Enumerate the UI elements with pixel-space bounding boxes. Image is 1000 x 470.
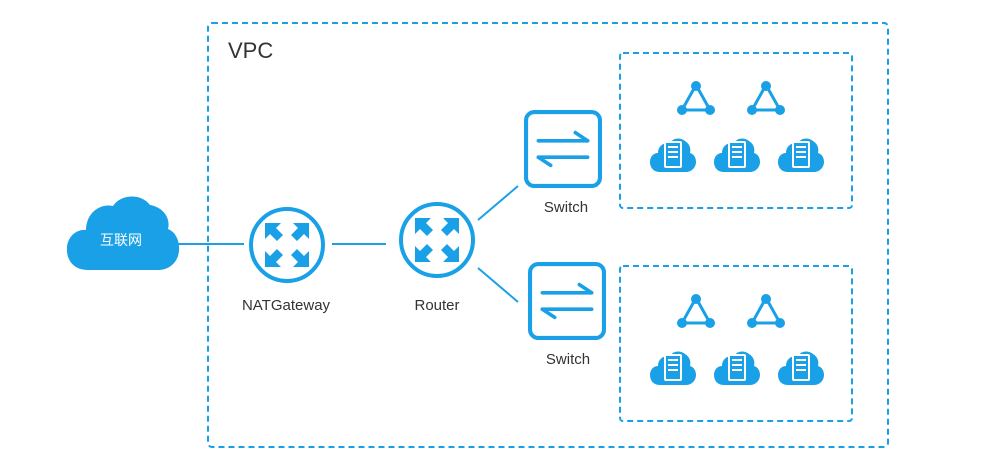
- switch-top-icon: [526, 112, 600, 186]
- cloud-server-icon: [778, 351, 824, 385]
- subnet-box-top: [619, 52, 853, 209]
- network-node-icon: [676, 80, 716, 116]
- vpc-title: VPC: [228, 38, 274, 63]
- cloud-server-icon: [714, 138, 760, 172]
- router-icon: [399, 202, 475, 278]
- switch-top-label: Switch: [543, 199, 589, 216]
- switch-bottom-icon: [530, 264, 604, 338]
- cloud-server-icon: [778, 138, 824, 172]
- link-router-switch-top: [477, 185, 519, 221]
- nat-gateway-label: NATGateway: [241, 297, 331, 314]
- cloud-server-icon: [650, 138, 696, 172]
- subnet-box-bottom: [619, 265, 853, 422]
- network-node-icon: [676, 293, 716, 329]
- network-node-icon: [746, 293, 786, 329]
- vpc-boundary: [207, 22, 889, 448]
- cloud-server-icon: [714, 351, 760, 385]
- switch-bottom-label: Switch: [545, 351, 591, 368]
- cloud-server-icon: [650, 351, 696, 385]
- nat-gateway-icon: [249, 207, 325, 283]
- internet-label: 互联网: [100, 233, 142, 249]
- network-node-icon: [746, 80, 786, 116]
- link-router-switch-bottom: [477, 267, 519, 303]
- router-label: Router: [414, 297, 460, 314]
- internet-cloud-icon: [66, 196, 180, 270]
